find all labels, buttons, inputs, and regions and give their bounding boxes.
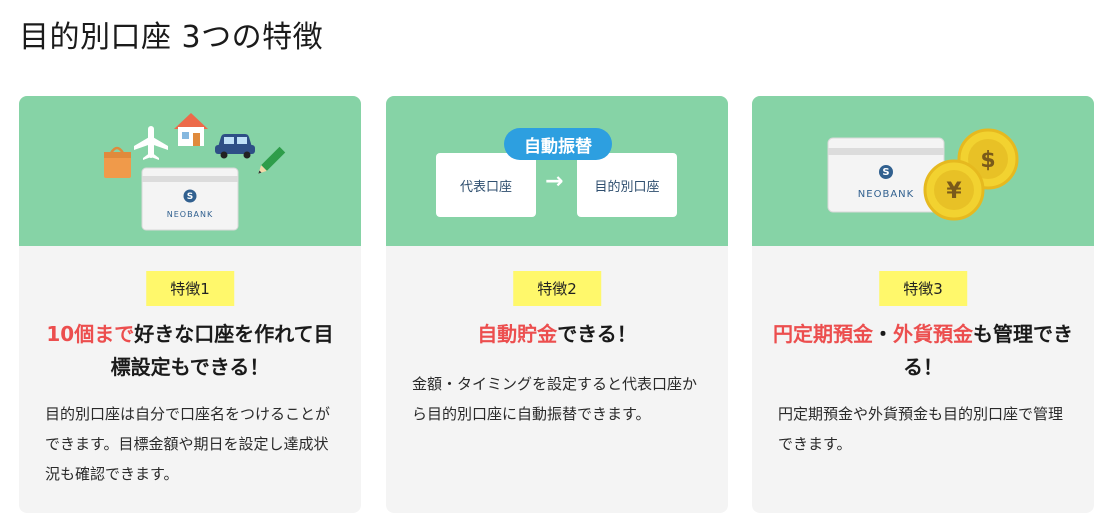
bank-name-neo: NEO (858, 189, 883, 200)
feature-1-headline-highlight: 10個まで (46, 322, 135, 346)
feature-card-2: 代表口座 → 目的別口座 自動振替 特徴2 自動貯金できる！ 金額・タイミングを… (386, 96, 728, 513)
shopping-bag-icon (104, 146, 131, 178)
feature-2-description: 金額・タイミングを設定すると代表口座から目的別口座に自動振替できます。 (412, 375, 698, 423)
airplane-icon (134, 126, 168, 160)
yen-coin-icon: ¥ (923, 159, 985, 221)
feature-3-headline-rest: も管理できる！ (903, 322, 1073, 379)
feature-card-3: S NEOBANK $ ¥ 特徴3 円定期預金・外貨預金も管理できる！ (752, 96, 1094, 513)
feature-3-description: 円定期預金や外貨預金も目的別口座で管理できます。 (778, 405, 1064, 453)
feature-1-headline-rest: 好きな口座を作れて目標設定もできる！ (110, 322, 334, 379)
page-title: 目的別口座 3つの特徴 (19, 20, 324, 55)
svg-text:NEOBANK: NEOBANK (167, 210, 214, 219)
feature-3-headline: 円定期預金・外貨預金も管理できる！ (770, 318, 1076, 384)
feature-2-headline: 自動貯金できる！ (404, 318, 710, 351)
feature-3-headline-highlight-1: 円定期預金 (773, 322, 873, 346)
feature-3-headline-separator: ・ (873, 322, 893, 346)
bank-name-bank: BANK (882, 189, 914, 200)
bank-card-icon: S NEOBANK (141, 167, 239, 231)
flow-arrow-icon: → (545, 169, 564, 194)
feature-1-badge: 特徴1 (146, 271, 234, 306)
car-icon (215, 134, 255, 159)
feature-1-headline: 10個まで好きな口座を作れて目標設定もできる！ (37, 318, 343, 384)
bank-name-bank: BANK (187, 210, 213, 219)
feature-cards: S NEOBANK 特徴1 10個まで好きな口座を作れて目標設定もできる！ 目的… (19, 96, 1095, 513)
house-icon (174, 113, 208, 146)
feature-3-badge: 特徴3 (879, 271, 967, 306)
feature-2-illustration: 代表口座 → 目的別口座 自動振替 (386, 96, 728, 246)
dollar-symbol: $ (980, 148, 995, 173)
feature-3-illustration: S NEOBANK $ ¥ (752, 96, 1094, 246)
flow-to-account: 目的別口座 (577, 153, 677, 217)
feature-3-headline-highlight-2: 外貨預金 (893, 322, 973, 346)
feature-1-description: 目的別口座は自分で口座名をつけることができます。目標金額や期日を設定し達成状況も… (45, 405, 331, 483)
feature-card-1: S NEOBANK 特徴1 10個まで好きな口座を作れて目標設定もできる！ 目的… (19, 96, 361, 513)
feature-1-illustration: S NEOBANK (19, 96, 361, 246)
flow-from-account: 代表口座 (436, 153, 536, 217)
svg-text:S: S (187, 192, 193, 202)
bank-card-icon: S NEOBANK (827, 137, 945, 213)
yen-symbol: ¥ (946, 179, 962, 204)
feature-2-badge: 特徴2 (513, 271, 601, 306)
svg-text:NEOBANK: NEOBANK (858, 189, 914, 200)
auto-transfer-chip: 自動振替 (504, 128, 612, 160)
feature-2-headline-rest: できる！ (557, 322, 637, 346)
pencil-icon (258, 146, 286, 174)
feature-2-headline-highlight: 自動貯金 (477, 322, 558, 346)
bank-name-neo: NEO (167, 210, 187, 219)
svg-text:S: S (882, 167, 889, 178)
